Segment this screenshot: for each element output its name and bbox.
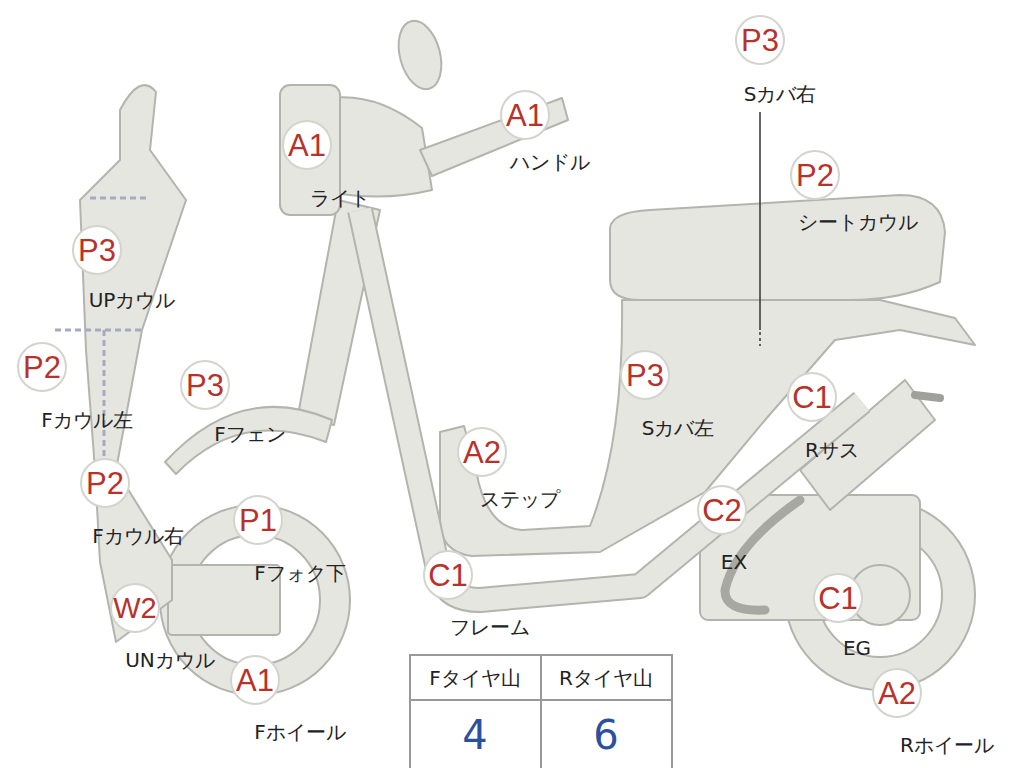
table-header: Rタイヤ山 (559, 668, 653, 688)
callout-circle: A1ライト (282, 120, 332, 170)
part-name: Rホイール (900, 735, 994, 755)
part-name: EG (843, 638, 871, 658)
part-name: Sカバ左 (642, 418, 715, 438)
damage-code: C2 (702, 495, 742, 526)
damage-code: W2 (113, 594, 157, 623)
table-header: Fタイヤ山 (429, 668, 521, 688)
damage-code: A2 (463, 437, 501, 468)
damage-code: A1 (236, 665, 274, 696)
part-name: ライト (310, 188, 370, 208)
callout-circle: A1ハンドル (500, 90, 550, 140)
damage-code: C1 (818, 583, 858, 614)
callout-circle: P2シートカウル (790, 150, 840, 200)
callout-circle: C1Rサス (787, 372, 837, 422)
part-name: Sカバ右 (744, 84, 817, 104)
table-value: 6 (593, 715, 618, 755)
part-name: Rサス (805, 440, 859, 460)
callout-circle: C1フレーム (423, 550, 473, 600)
part-name: UNカウル (125, 650, 215, 670)
callout-circle: C1EG (813, 573, 863, 623)
damage-code: P2 (796, 160, 834, 191)
callout-circle: A2Rホイール (872, 668, 922, 718)
part-name: Fフェン (214, 424, 286, 444)
callout-circle: W2UNカウル (110, 583, 160, 633)
callout-circle: P2Fカウル右 (80, 458, 130, 508)
callout-circle: P1Fフォク下 (233, 495, 283, 545)
callout-circle: A2ステップ (457, 427, 507, 477)
damage-code: A1 (506, 100, 544, 131)
damage-code: P2 (23, 352, 61, 383)
part-name: ステップ (480, 489, 560, 509)
damage-code: P3 (78, 235, 116, 266)
damage-code: P1 (239, 505, 277, 536)
part-name: Fホイール (254, 722, 346, 742)
callout-circle: P3Fフェン (180, 360, 230, 410)
damage-code: A2 (878, 678, 916, 709)
part-name: シートカウル (798, 212, 918, 232)
part-name: ハンドル (510, 152, 590, 172)
table-value: 4 (462, 715, 487, 755)
part-name: EX (721, 552, 747, 572)
callout-circle: A1Fホイール (230, 655, 280, 705)
damage-code: A1 (288, 130, 326, 161)
callout-circle: P3Sカバ左 (620, 350, 670, 400)
damage-code: C1 (428, 560, 468, 591)
damage-code: P3 (186, 370, 224, 401)
part-name: Fカウル左 (41, 410, 133, 430)
part-name: UPカウル (89, 290, 176, 310)
callout-circle: C2EX (697, 485, 747, 535)
damage-code: C1 (792, 382, 832, 413)
part-name: フレーム (450, 617, 530, 637)
part-name: Fカウル右 (92, 526, 184, 546)
callout-circle: P2Fカウル左 (17, 342, 67, 392)
damage-code: P3 (626, 360, 664, 391)
callout-circle: P3Sカバ右 (735, 15, 785, 65)
callout-circle: P3UPカウル (72, 225, 122, 275)
damage-code: P3 (741, 25, 779, 56)
part-name: Fフォク下 (254, 563, 346, 583)
damage-code: P2 (86, 468, 124, 499)
